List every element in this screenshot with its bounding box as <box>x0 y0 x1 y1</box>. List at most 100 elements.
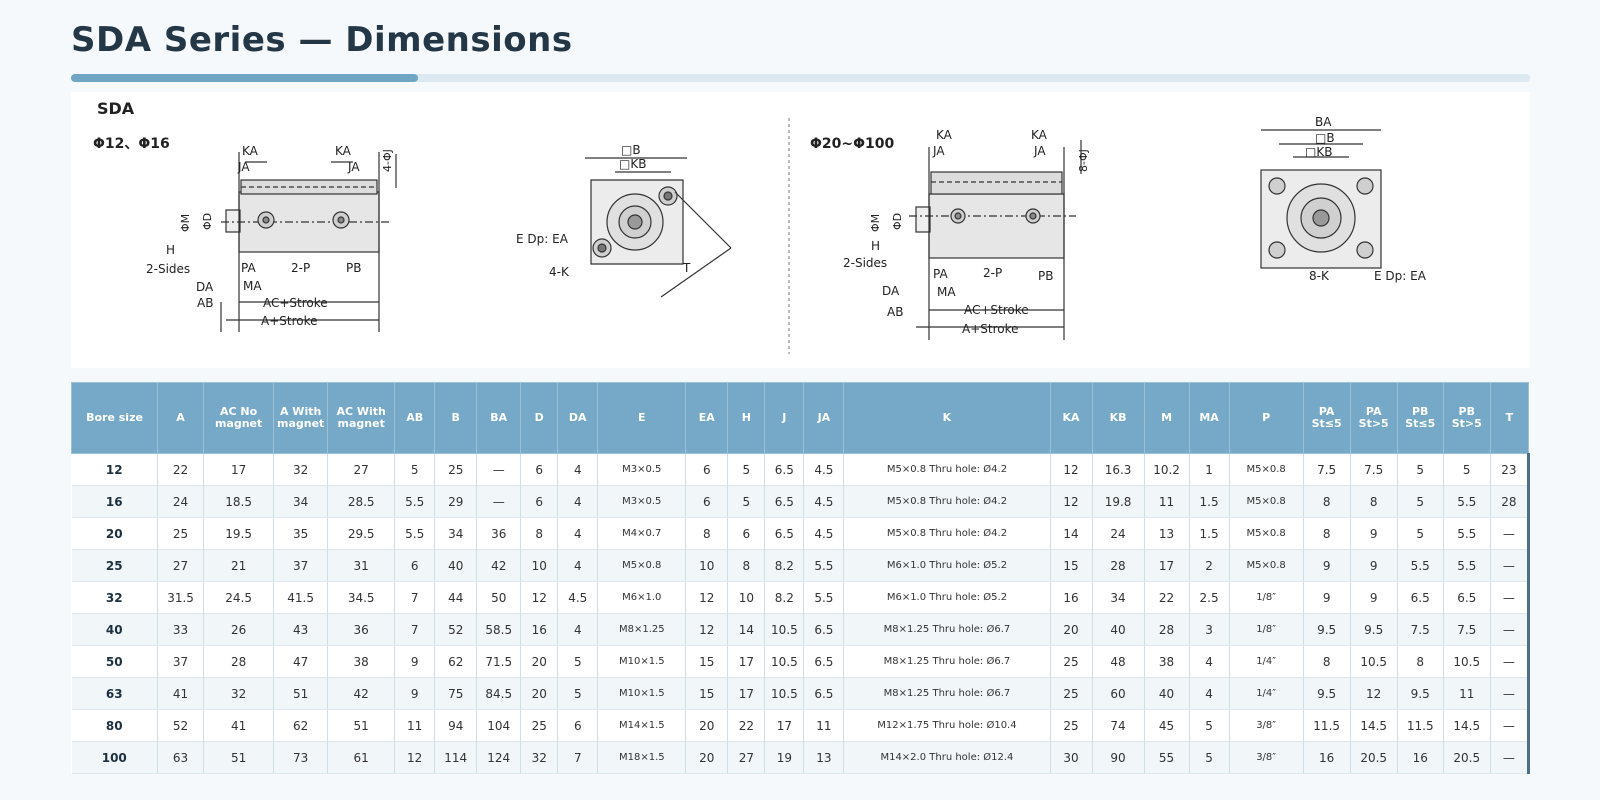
table-cell: 4 <box>1189 677 1230 710</box>
table-cell: 75 <box>434 677 478 710</box>
table-cell: 63 <box>157 741 205 774</box>
table-cell: 90 <box>1092 741 1145 774</box>
table-cell: 5.5 <box>394 485 436 518</box>
table-cell: 13 <box>1144 517 1190 550</box>
table-cell: M6×1.0 Thru hole: Ø5.2 <box>843 581 1051 614</box>
label-4j: 4-ΦJ <box>381 149 394 172</box>
table-cell: 12 <box>520 581 559 614</box>
table-cell: M8×1.25 <box>597 613 687 646</box>
table-cell: M8×1.25 Thru hole: Ø6.7 <box>843 645 1051 678</box>
table-cell: 19 <box>764 741 805 774</box>
label-ja-left-a: JA <box>237 160 250 174</box>
table-cell: 6 <box>727 517 766 550</box>
table-cell: 51 <box>273 677 329 710</box>
table-cell: 17 <box>1144 549 1190 582</box>
table-cell: 22 <box>727 709 766 742</box>
table-cell: 9 <box>1350 517 1398 550</box>
label-kb-left: □KB <box>619 157 646 171</box>
right-front-view <box>1260 129 1382 269</box>
table-cell: 6.5 <box>764 485 805 518</box>
table-cell: 11 <box>803 709 845 742</box>
table-cell: 21 <box>203 549 275 582</box>
table-cell: 62 <box>273 709 329 742</box>
table-cell: M8×1.25 Thru hole: Ø6.7 <box>843 613 1051 646</box>
table-cell: 33 <box>157 613 205 646</box>
table-cell: 43 <box>273 613 329 646</box>
table-cell: 9 <box>394 645 436 678</box>
table-cell: 50 <box>476 581 522 614</box>
table-cell: 4 <box>557 453 599 486</box>
table-cell: 5.5 <box>394 517 436 550</box>
table-cell: 14 <box>1050 517 1093 550</box>
table-cell: 6.5 <box>764 453 805 486</box>
column-header: DA <box>557 382 599 454</box>
table-cell: — <box>1490 517 1531 550</box>
bore-size-cell: 80 <box>71 709 159 742</box>
table-cell: 55 <box>1144 741 1190 774</box>
table-cell: 32 <box>520 741 559 774</box>
table-cell: 8 <box>1397 645 1444 678</box>
page-title: SDA Series — Dimensions <box>71 20 573 60</box>
label-h-left: H <box>166 243 175 257</box>
table-cell: 11 <box>394 709 436 742</box>
table-cell: 11.5 <box>1303 709 1351 742</box>
table-cell: — <box>1490 677 1531 710</box>
table-cell: 4 <box>557 613 599 646</box>
column-header: B <box>434 382 478 454</box>
column-header: Bore size <box>70 382 159 454</box>
technical-drawing: SDA Φ12、Φ16 Φ20~Φ100 KA JA KA <box>93 99 1427 354</box>
column-header: BA <box>476 382 522 454</box>
bore-size-cell: 40 <box>71 613 159 646</box>
label-t: T <box>682 261 691 275</box>
table-cell: 28 <box>1144 613 1190 646</box>
table-cell: M6×1.0 <box>597 581 687 614</box>
table-cell: 42 <box>327 677 396 710</box>
table-cell: 8 <box>727 549 766 582</box>
table-cell: 20 <box>685 709 729 742</box>
table-cell: M14×2.0 Thru hole: Ø12.4 <box>843 741 1051 774</box>
column-header: PA St>5 <box>1349 382 1398 454</box>
table-cell: 4 <box>1189 645 1230 678</box>
table-cell: 8.2 <box>764 581 805 614</box>
column-header: A With magnet <box>273 382 329 454</box>
table-cell: M14×1.5 <box>597 709 687 742</box>
table-cell: 62 <box>434 645 478 678</box>
left-bore-label: Φ12、Φ16 <box>93 136 170 152</box>
table-cell: 5 <box>727 485 766 518</box>
label-4k: 4-K <box>549 265 570 279</box>
table-cell: 4 <box>557 549 599 582</box>
table-cell: 6.5 <box>803 677 845 710</box>
label-ma-left: MA <box>243 279 262 293</box>
table-cell: 8.2 <box>764 549 805 582</box>
column-header: AC No magnet <box>203 382 275 454</box>
table-cell: 16 <box>1303 741 1351 774</box>
table-cell: 29 <box>434 485 478 518</box>
column-header: M <box>1143 382 1190 454</box>
label-2sides-left: 2-Sides <box>146 262 190 276</box>
table-cell: — <box>1490 613 1531 646</box>
table-cell: 10.5 <box>764 613 805 646</box>
table-cell: 51 <box>203 741 275 774</box>
table-cell: 28 <box>1092 549 1145 582</box>
label-ka-left-a: KA <box>242 144 259 158</box>
table-cell: 41 <box>203 709 275 742</box>
column-header: JA <box>803 382 845 454</box>
table-cell: 5 <box>1443 453 1491 486</box>
table-cell: 31 <box>327 549 396 582</box>
table-cell: 124 <box>476 741 522 774</box>
label-m-left: ΦM <box>179 214 192 232</box>
table-cell: 40 <box>1092 613 1145 646</box>
table-cell: 19.5 <box>203 517 275 550</box>
table-cell: 73 <box>273 741 329 774</box>
table-cell: 45 <box>1144 709 1190 742</box>
table-cell: — <box>1490 549 1531 582</box>
label-h-right: H <box>871 239 880 253</box>
table-cell: 40 <box>434 549 478 582</box>
table-cell: M3×0.5 <box>597 485 687 518</box>
table-cell: 4 <box>557 485 599 518</box>
table-cell: 8 <box>1303 517 1351 550</box>
table-cell: — <box>1490 709 1531 742</box>
table-cell: 32 <box>273 453 329 486</box>
